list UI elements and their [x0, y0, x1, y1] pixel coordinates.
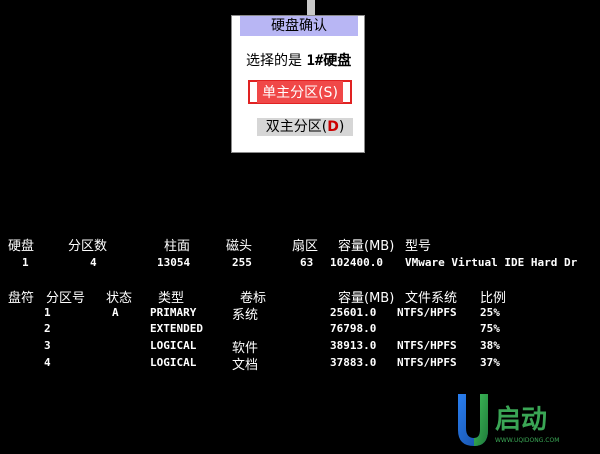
part-header-type: 类型 [158, 291, 185, 306]
single-primary-label: 单主分区(S) [257, 81, 343, 103]
disk-header-capacity: 容量(MB) [338, 239, 395, 254]
disk-row-model: VMware Virtual IDE Hard Dr [405, 256, 578, 269]
part-label: 文档 [232, 358, 259, 373]
disk-row-partitions: 4 [90, 256, 97, 269]
part-type: EXTENDED [150, 322, 203, 335]
disk-row-cylinders: 13054 [157, 256, 191, 269]
part-header-number: 分区号 [46, 291, 86, 306]
part-pct: 37% [480, 356, 500, 369]
part-header-ratio: 比例 [480, 291, 507, 306]
part-header-drive: 盘符 [8, 291, 35, 306]
part-status: A [112, 306, 119, 319]
double-primary-hotkey: D [327, 119, 339, 135]
disk-header-heads: 磁头 [226, 239, 253, 254]
part-header-label: 卷标 [240, 291, 267, 306]
logo-url: WWW.UQIDONG.COM [495, 437, 559, 444]
part-pct: 38% [480, 339, 500, 352]
disk-header-sectors: 扇区 [292, 239, 319, 254]
part-size: 38913.0 [330, 339, 377, 352]
logo-text: 启动 [495, 404, 547, 435]
part-size: 37883.0 [330, 356, 377, 369]
uqidong-logo: 启动 WWW.UQIDONG.COM [450, 390, 600, 450]
part-pct: 75% [480, 322, 500, 335]
part-type: LOGICAL [150, 339, 197, 352]
part-num: 2 [44, 322, 51, 335]
disk-row-sectors: 63 [300, 256, 314, 269]
part-label: 系统 [232, 308, 259, 323]
selected-disk: 1#硬盘 [306, 53, 352, 69]
disk-header-cylinders: 柱面 [164, 239, 191, 254]
part-size: 25601.0 [330, 306, 377, 319]
disk-row-disk: 1 [22, 256, 29, 269]
part-header-fs: 文件系统 [405, 291, 458, 306]
disk-row-heads: 255 [232, 256, 252, 269]
disk-confirm-dialog: 硬盘确认 选择的是 1#硬盘 单主分区(S) 双主分区(D) [232, 16, 364, 152]
dialog-title: 硬盘确认 [240, 16, 358, 36]
part-fs: NTFS/HPFS [397, 356, 457, 369]
single-primary-button[interactable]: 单主分区(S) [248, 80, 352, 104]
part-label: 软件 [232, 341, 259, 356]
disk-header-disk: 硬盘 [8, 239, 35, 254]
part-fs: NTFS/HPFS [397, 339, 457, 352]
u-logo-icon: 启动 WWW.UQIDONG.COM [458, 394, 559, 446]
part-header-capacity: 容量(MB) [338, 291, 395, 306]
part-type: LOGICAL [150, 356, 197, 369]
double-primary-suffix: ) [338, 119, 345, 135]
disk-header-model: 型号 [405, 239, 432, 254]
part-type: PRIMARY [150, 306, 197, 319]
part-num: 4 [44, 356, 51, 369]
selected-disk-line: 选择的是 1#硬盘 [246, 50, 351, 70]
part-header-status: 状态 [106, 291, 133, 306]
double-primary-button[interactable]: 双主分区(D) [257, 118, 353, 136]
disk-row-capacity: 102400.0 [330, 256, 383, 269]
part-num: 1 [44, 306, 51, 319]
part-size: 76798.0 [330, 322, 377, 335]
double-primary-label: 双主分区( [265, 119, 328, 135]
disk-header-partitions: 分区数 [68, 239, 108, 254]
part-num: 3 [44, 339, 51, 352]
part-fs: NTFS/HPFS [397, 306, 457, 319]
selected-prefix: 选择的是 [246, 53, 302, 69]
top-scroll-indicator [307, 0, 315, 16]
part-pct: 25% [480, 306, 500, 319]
